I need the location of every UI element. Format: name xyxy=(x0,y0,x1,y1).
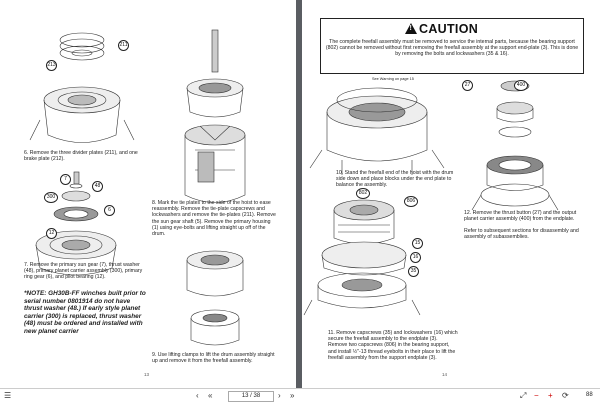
page-number-right: 14 xyxy=(442,372,448,377)
fit-page-icon[interactable]: ⤢ xyxy=(520,391,527,400)
callout-806: 806 xyxy=(404,196,418,207)
step-6-text: 6. Remove the three divider plates (211)… xyxy=(24,150,138,163)
first-page-icon[interactable]: « xyxy=(208,391,213,400)
callout-400: 400 xyxy=(514,80,528,91)
rotate-icon[interactable]: ⟳ xyxy=(562,391,569,400)
note-text: *NOTE: GH30B-FF winches built prior to s… xyxy=(24,290,146,335)
page-number-left: 13 xyxy=(144,372,150,377)
callout-211: 211 xyxy=(118,40,129,51)
left-page: 211 213 7 48 300 6 12 6. Remove the thre… xyxy=(0,0,296,388)
callout-6: 6 xyxy=(104,205,115,216)
viewer-toolbar: ☰ ‹ « 13 / 38 › » ⤢ − + ⟳ 88 xyxy=(0,388,600,403)
caution-title: CAUTION xyxy=(419,22,479,36)
step-9-text: 9. Use lifting clamps to lift the drum a… xyxy=(152,352,275,365)
warning-triangle-icon: ! xyxy=(405,23,417,34)
zoom-out-icon[interactable]: − xyxy=(534,391,539,400)
callout-16: 16 xyxy=(410,252,421,263)
divider-plates-drawing xyxy=(29,29,246,346)
prev-page-icon[interactable]: ‹ xyxy=(196,391,199,400)
zoom-level[interactable]: 88 xyxy=(586,392,593,398)
step-11-text: 11. Remove capscrews (35) and lockwasher… xyxy=(328,330,458,361)
callout-35: 35 xyxy=(408,266,419,277)
sidebar-toggle-icon[interactable]: ☰ xyxy=(4,391,12,400)
page-indicator[interactable]: 13 / 38 xyxy=(228,391,274,402)
step-8-text: 8. Mark the tie plates to the side of th… xyxy=(152,200,276,238)
see-warning-text: See Warning on page 15 xyxy=(372,77,414,81)
caution-text: The complete freefall assembly must be r… xyxy=(325,39,579,58)
next-page-icon[interactable]: › xyxy=(278,391,281,400)
callout-48: 48 xyxy=(92,181,103,192)
step-7-text: 7. Remove the primary sun gear (7), thru… xyxy=(24,262,143,281)
callout-213: 213 xyxy=(46,60,57,71)
right-page: ! CAUTION The complete freefall assembly… xyxy=(302,0,600,388)
zoom-in-icon[interactable]: + xyxy=(548,391,553,400)
refer-text: Refer to subsequent sections for disasse… xyxy=(464,228,579,241)
last-page-icon[interactable]: » xyxy=(290,391,295,400)
callout-15: 15 xyxy=(412,238,423,249)
callout-802: 802 xyxy=(356,188,370,199)
callout-300: 300 xyxy=(44,192,58,203)
callout-7: 7 xyxy=(60,174,71,185)
callout-27: 27 xyxy=(462,80,473,91)
step-10-text: 10. Stand the freefall end of the hoist … xyxy=(336,170,454,189)
caution-box: ! CAUTION The complete freefall assembly… xyxy=(320,18,584,74)
freefall-assembly-drawing xyxy=(303,80,559,316)
step-12-text: 12. Remove the thrust button (27) and th… xyxy=(464,210,577,223)
callout-12: 12 xyxy=(46,228,57,239)
